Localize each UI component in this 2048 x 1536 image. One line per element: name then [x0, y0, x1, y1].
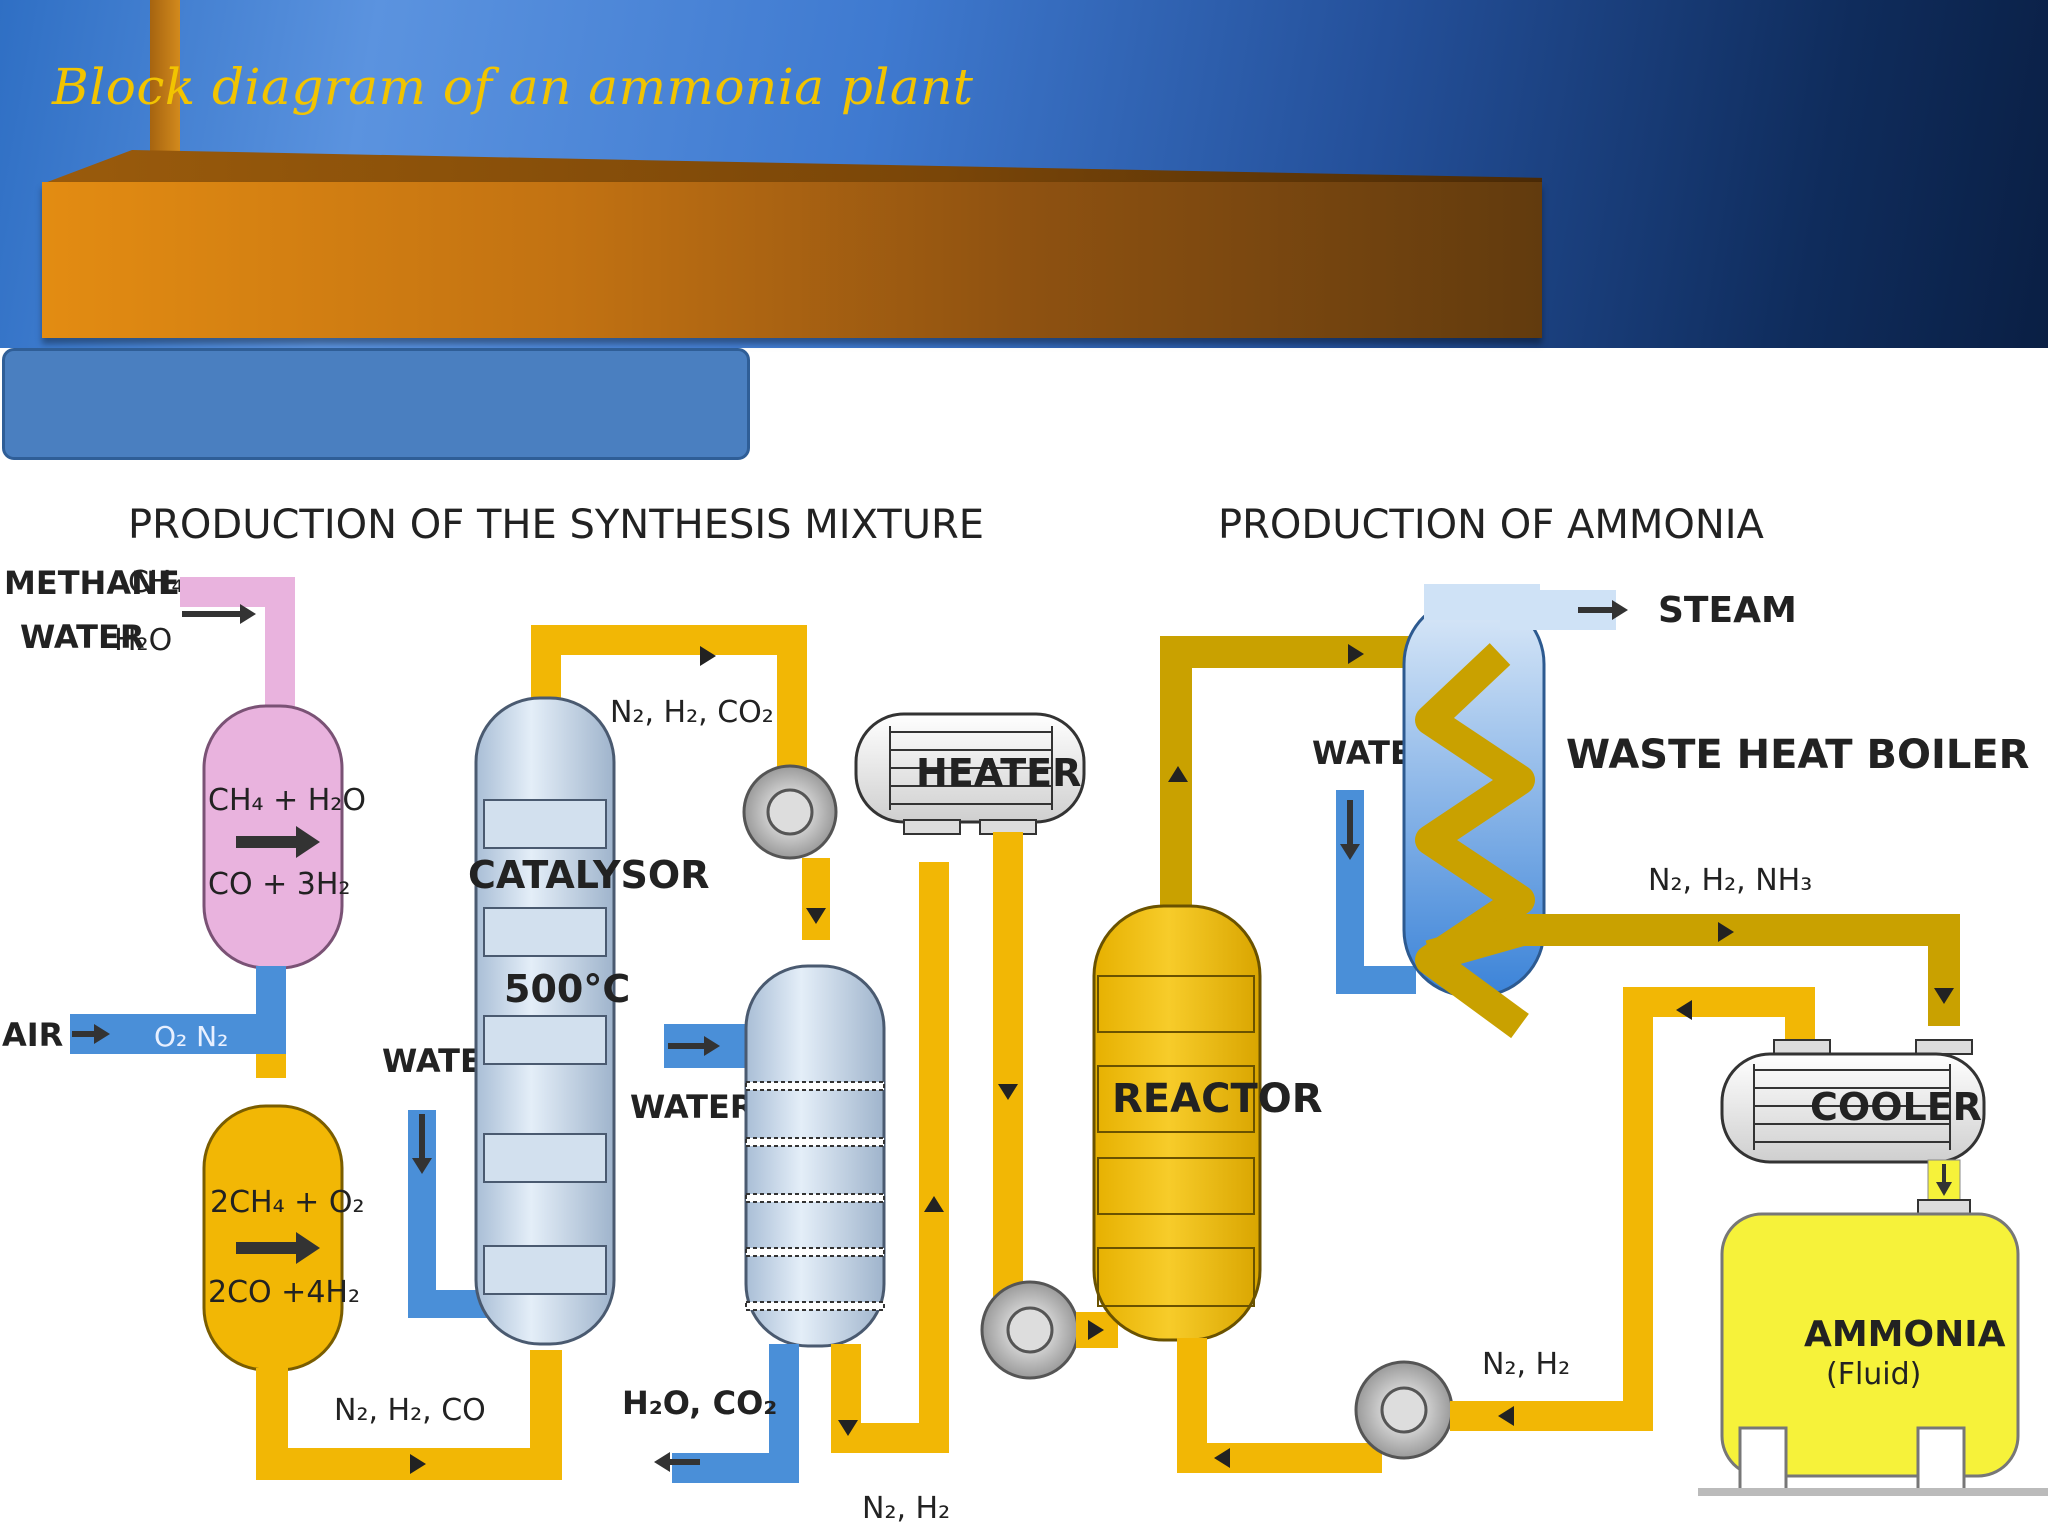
ground-line: [1698, 1488, 2048, 1496]
catalysor-water-arrow-head: [412, 1158, 432, 1174]
water-input-formula: H₂O: [114, 623, 172, 658]
section-heading-ammonia: PRODUCTION OF AMMONIA: [1218, 502, 1765, 548]
ribbon-bar: [42, 182, 1542, 338]
section-heading-synthesis: PRODUCTION OF THE SYNTHESIS MIXTURE: [128, 502, 984, 548]
ammonia-flow-arrow-head: [1936, 1182, 1952, 1196]
reactor-bed-2: [1097, 1065, 1255, 1133]
reactor-inlet-arrow-head: [1088, 1320, 1104, 1340]
methane-arrow-head: [240, 604, 256, 624]
scrubber-water-label: WATER: [630, 1088, 754, 1126]
catalyst-bed-3: [483, 1015, 607, 1065]
tank-leg-left: [1738, 1426, 1788, 1492]
compressor-2-hub: [1006, 1306, 1054, 1354]
cooler-nozzle-2: [1915, 1039, 1973, 1055]
air-riser-pipe: [256, 966, 286, 1018]
stream-n2-h2-co: N₂, H₂, CO: [334, 1393, 486, 1428]
reformer1-arrow-head: [296, 826, 320, 858]
ammonia-plant-diagram: PRODUCTION OF THE SYNTHESIS MIXTURE PROD…: [2, 502, 2048, 1526]
tank-leg-right: [1916, 1426, 1966, 1492]
scrubber-tray-4: [745, 1247, 885, 1257]
reactor: [1092, 904, 1262, 1342]
scrubber-inlet-arrow-head: [806, 908, 826, 924]
recycle-compressor-hub: [1380, 1386, 1428, 1434]
reactor-bed-1: [1097, 975, 1255, 1033]
syngas-arrow-head: [410, 1454, 426, 1474]
heater-label: HEATER: [916, 751, 1081, 795]
scrubber-tray-2: [745, 1137, 885, 1147]
recycle-gas-arrow-top-head: [1676, 1000, 1692, 1020]
recycle-gas-arrow-head: [1498, 1406, 1514, 1426]
waste-heat-boiler-label: WASTE HEAT BOILER: [1566, 732, 2029, 778]
cooler-tubes: [1753, 1064, 1951, 1150]
reactor-outlet-arrow-right-head: [1348, 644, 1364, 664]
co2-gas-arrow-head: [700, 646, 716, 666]
steam-label: STEAM: [1658, 590, 1797, 631]
subtitle-box: [2, 348, 750, 460]
reactor-bed-3: [1097, 1157, 1255, 1215]
scrubber-water-arrow-head: [704, 1036, 720, 1056]
methane-formula: CH₄: [128, 565, 184, 600]
slide-title: Block diagram of an ammonia plant: [52, 58, 974, 116]
catalyst-bed-2: [483, 907, 607, 957]
reformer1-reaction-out: CO + 3H₂: [208, 867, 350, 902]
air-arrow-head: [94, 1024, 110, 1044]
reactor-outlet-pipe: [1160, 636, 1504, 910]
reactor-outlet-arrow-up-head: [1168, 766, 1188, 782]
ammonia-tank-label: AMMONIA: [1804, 1314, 2006, 1355]
purified-gas-arrow-down-head: [838, 1420, 858, 1436]
methane-inlet-pipe: [180, 577, 295, 720]
reformer2-reaction-out: 2CO +4H₂: [208, 1275, 360, 1310]
co2-outlet-pipe: [672, 1344, 799, 1483]
reactor-label: REACTOR: [1112, 1076, 1323, 1122]
scrubber-tray-5: [745, 1301, 885, 1311]
recycle-return-arrow-head: [1214, 1448, 1230, 1468]
tank-nozzle: [1917, 1199, 1971, 1215]
reformer1-reaction-in: CH₄ + H₂O: [208, 783, 366, 818]
recycle-return-pipe: [1177, 1338, 1382, 1473]
co2-outlet-arrow-head: [654, 1452, 670, 1472]
product-gas-arrow-head: [1718, 922, 1734, 942]
heater-outlet-arrow-head: [998, 1084, 1018, 1100]
methane-label: METHANE: [4, 564, 180, 602]
air-label: AIR: [2, 1016, 63, 1054]
compressor-1-hub: [766, 788, 814, 836]
recycle-gas-pipe: [1450, 987, 1815, 1431]
catalysor-water-pipe: [408, 1110, 500, 1318]
heater-nozzle-out: [979, 819, 1037, 835]
cooler-inlet-arrow-head: [1934, 988, 1954, 1004]
cooler-label: COOLER: [1810, 1085, 1982, 1129]
purified-gas-arrow-up-head: [924, 1196, 944, 1212]
secondary-reformer: [202, 1104, 344, 1372]
water-input-label: WATER: [20, 618, 144, 656]
stream-n2-h2-nh3: N₂, H₂, NH₃: [1648, 863, 1812, 898]
boiler-coil: [1415, 643, 1535, 1039]
air-formula: O₂ N₂: [154, 1020, 228, 1053]
steam-arrow-head: [1612, 600, 1628, 620]
catalyst-bed-4: [483, 1133, 607, 1183]
reformer2-arrow-head: [296, 1232, 320, 1264]
cooler-nozzle-1: [1773, 1039, 1831, 1055]
catalyst-bed-1: [483, 799, 607, 849]
heater-nozzle-in: [903, 819, 961, 835]
co2-scrubber: [744, 964, 886, 1348]
stream-n2-h2-recycle: N₂, H₂: [1482, 1347, 1570, 1382]
ammonia-tank-sublabel: (Fluid): [1826, 1357, 1921, 1392]
scrubber-tray-3: [745, 1193, 885, 1203]
stream-n2-h2-bottom: N₂, H₂: [862, 1491, 950, 1526]
boiler-water-arrow-head: [1340, 844, 1360, 860]
cooler: [1720, 1052, 1986, 1164]
catalyst-bed-5: [483, 1245, 607, 1295]
catalysor-temperature: 500°C: [504, 967, 630, 1011]
scrubber-tray-1: [745, 1081, 885, 1091]
reactor-bed-4: [1097, 1247, 1255, 1307]
reformer2-reaction-in: 2CH₄ + O₂: [210, 1185, 364, 1220]
heater-tubes: [889, 726, 1053, 810]
ammonia-tank: [1720, 1212, 2020, 1478]
stream-h2o-co2: H₂O, CO₂: [622, 1384, 777, 1422]
catalysor-label: CATALYSOR: [468, 853, 709, 897]
co2-gas-pipe: [531, 625, 807, 800]
stream-n2-h2-co2: N₂, H₂, CO₂: [610, 695, 774, 730]
